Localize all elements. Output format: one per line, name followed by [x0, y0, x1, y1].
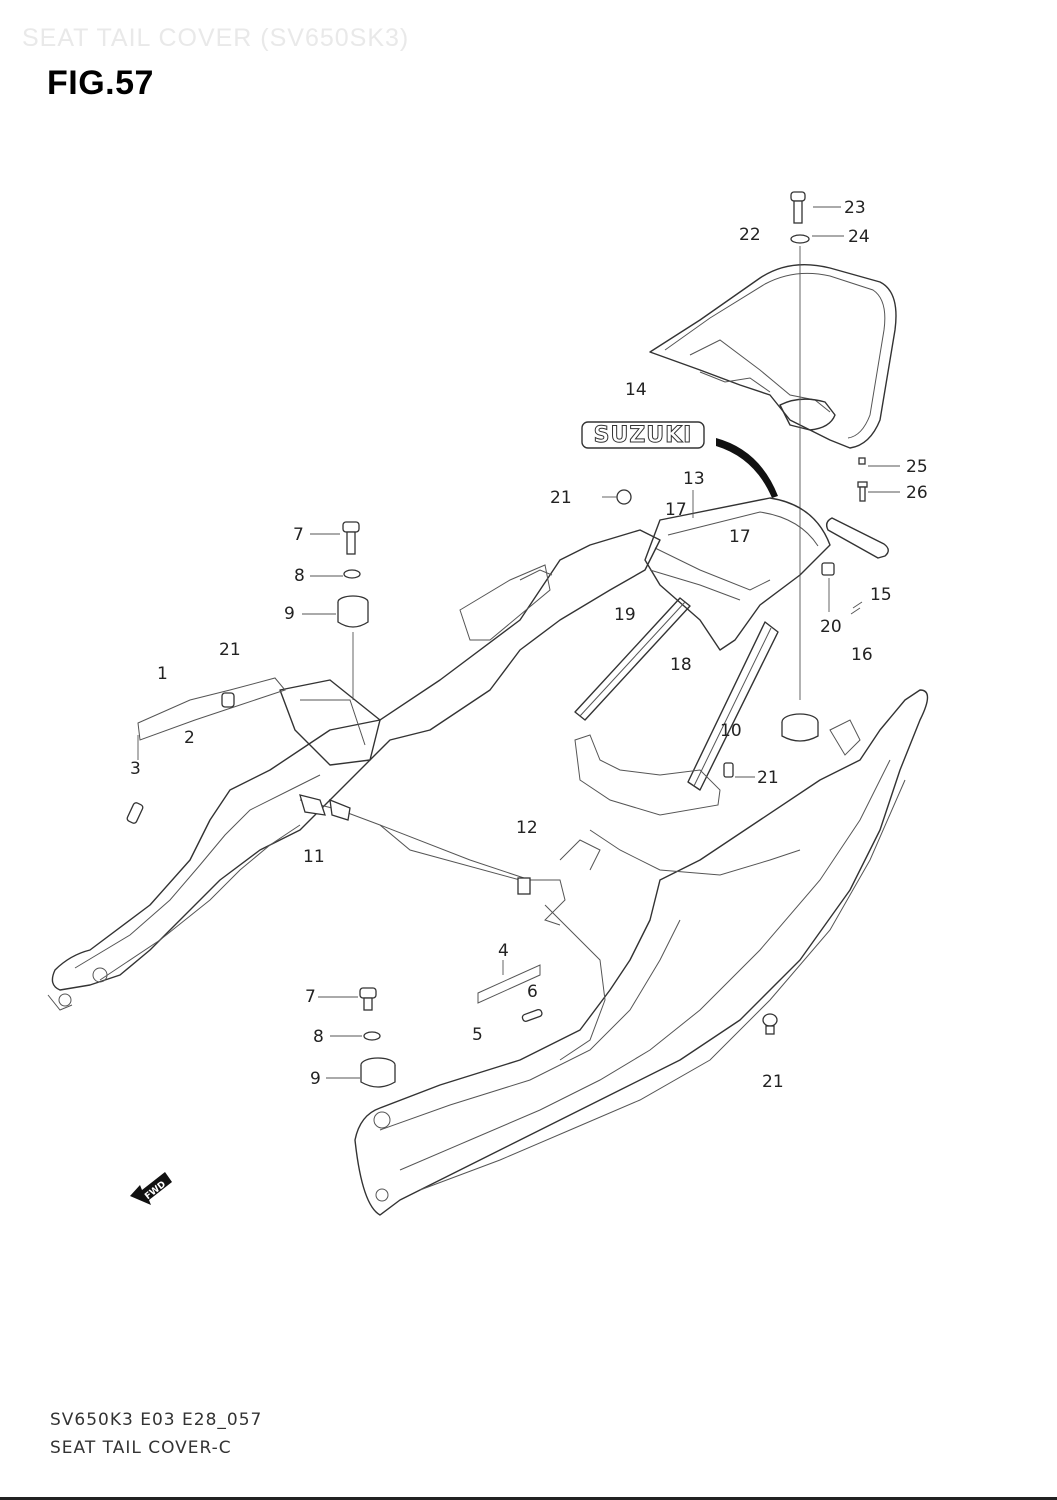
callout-17-left: 17	[665, 500, 687, 520]
decal-5	[477, 964, 541, 1004]
callout-18: 18	[670, 655, 692, 675]
pad-15	[825, 517, 889, 559]
callout-7-upper: 7	[293, 525, 304, 545]
forward-direction-arrow: FWD	[130, 1172, 172, 1205]
callout-22: 22	[739, 225, 761, 245]
callout-16: 16	[851, 645, 873, 665]
strip-18	[687, 621, 779, 791]
clip-11	[299, 794, 351, 821]
bolt-7-lower	[359, 987, 377, 1011]
bracket-12	[379, 824, 566, 926]
screw-21-left	[221, 692, 235, 708]
callout-25: 25	[906, 457, 928, 477]
emblem-text: SUZUKI	[594, 423, 693, 448]
callout-21-top: 21	[550, 488, 572, 508]
callout-9-upper: 9	[284, 604, 295, 624]
callout-20: 20	[820, 617, 842, 637]
screw-25	[858, 457, 866, 465]
callout-8-lower: 8	[313, 1027, 324, 1047]
leader-lines	[137, 206, 900, 1079]
washer-8-lower	[363, 1031, 381, 1041]
callout-13: 13	[683, 469, 705, 489]
tape-strip	[716, 438, 778, 498]
washer-8-upper	[343, 569, 361, 579]
clip-6	[521, 1008, 543, 1022]
callout-21-left: 21	[219, 640, 241, 660]
figure-label: FIG.57	[47, 64, 154, 102]
callout-12: 12	[516, 818, 538, 838]
callout-9-lower: 9	[310, 1069, 321, 1089]
callout-8-upper: 8	[294, 566, 305, 586]
callout-15: 15	[870, 585, 892, 605]
callout-26: 26	[906, 483, 928, 503]
grommet-10	[781, 713, 819, 742]
strip-19	[574, 597, 691, 721]
callout-3: 3	[130, 759, 141, 779]
grab-rail	[649, 263, 897, 449]
screw-21-lower	[762, 1013, 778, 1035]
callout-labels: 23 24 22 14 25 26 13 21 17 17 7 8 9 15 2…	[130, 198, 928, 1092]
screw-26	[857, 481, 868, 502]
drawing-caption: SEAT TAIL COVER-C	[50, 1438, 232, 1458]
upper-tail-cover	[644, 497, 831, 651]
callout-4: 4	[498, 941, 509, 961]
callout-1: 1	[157, 664, 168, 684]
callout-6: 6	[527, 982, 538, 1002]
left-side-cover	[47, 529, 661, 1011]
undertray	[574, 734, 721, 816]
callout-21-mid: 21	[757, 768, 779, 788]
screw-21-mid	[723, 762, 734, 778]
washer-24	[790, 234, 810, 244]
callout-10: 10	[720, 721, 742, 741]
callout-7-lower: 7	[305, 987, 316, 1007]
callout-5: 5	[472, 1025, 483, 1045]
bolt-23	[790, 191, 806, 224]
decal-2	[137, 677, 286, 741]
grommet-9-lower	[360, 1057, 396, 1088]
faint-header-title: SEAT TAIL COVER (SV650SK3)	[22, 24, 410, 52]
bottom-border	[0, 1497, 1057, 1500]
callout-2: 2	[184, 728, 195, 748]
right-side-cover	[354, 689, 929, 1216]
callout-17-right: 17	[729, 527, 751, 547]
bolt-7-upper	[342, 521, 360, 555]
grommet-9-upper	[337, 595, 369, 628]
clip-3	[126, 802, 144, 824]
callout-19: 19	[614, 605, 636, 625]
callout-24: 24	[848, 227, 870, 247]
suzuki-emblem: SUZUKI	[581, 421, 705, 449]
callout-21-lower: 21	[762, 1072, 784, 1092]
nut-12	[517, 877, 531, 895]
callout-23: 23	[844, 198, 866, 218]
screw-21-top	[602, 489, 632, 505]
clip-20	[821, 562, 835, 612]
drawing-code: SV650K3 E03 E28_057	[50, 1410, 263, 1430]
callout-14: 14	[625, 380, 647, 400]
callout-11: 11	[303, 847, 325, 867]
